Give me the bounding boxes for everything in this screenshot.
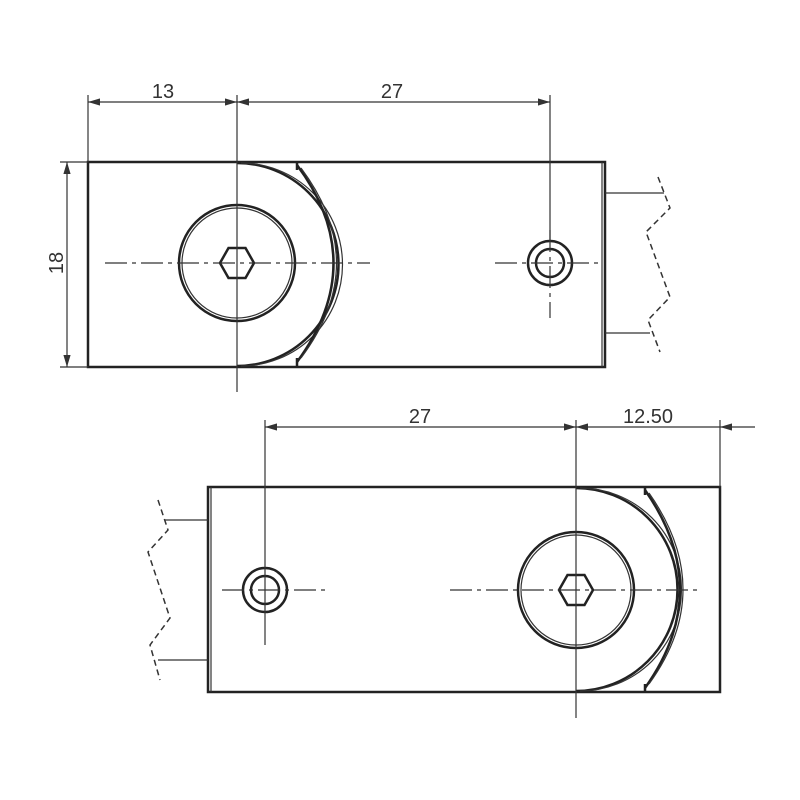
bottom-break-line: [147, 499, 171, 681]
bottom-hex-bolt-icon: [557, 573, 595, 607]
bottom-body-outline: [206, 485, 722, 694]
top-body-outline: [86, 160, 607, 369]
dim-13-label: 13: [152, 81, 174, 103]
dim-27-bottom-label: 27: [409, 406, 431, 428]
top-cam-arc: [236, 161, 340, 368]
top-break-line: [645, 176, 671, 353]
top-part: 13 27 18: [46, 81, 671, 392]
dim-27-top-label: 27: [381, 81, 403, 103]
dim-18-label: 18: [46, 252, 68, 274]
bottom-part: 27 12.50: [147, 406, 755, 718]
dim-12-50-label: 12.50: [623, 406, 673, 428]
